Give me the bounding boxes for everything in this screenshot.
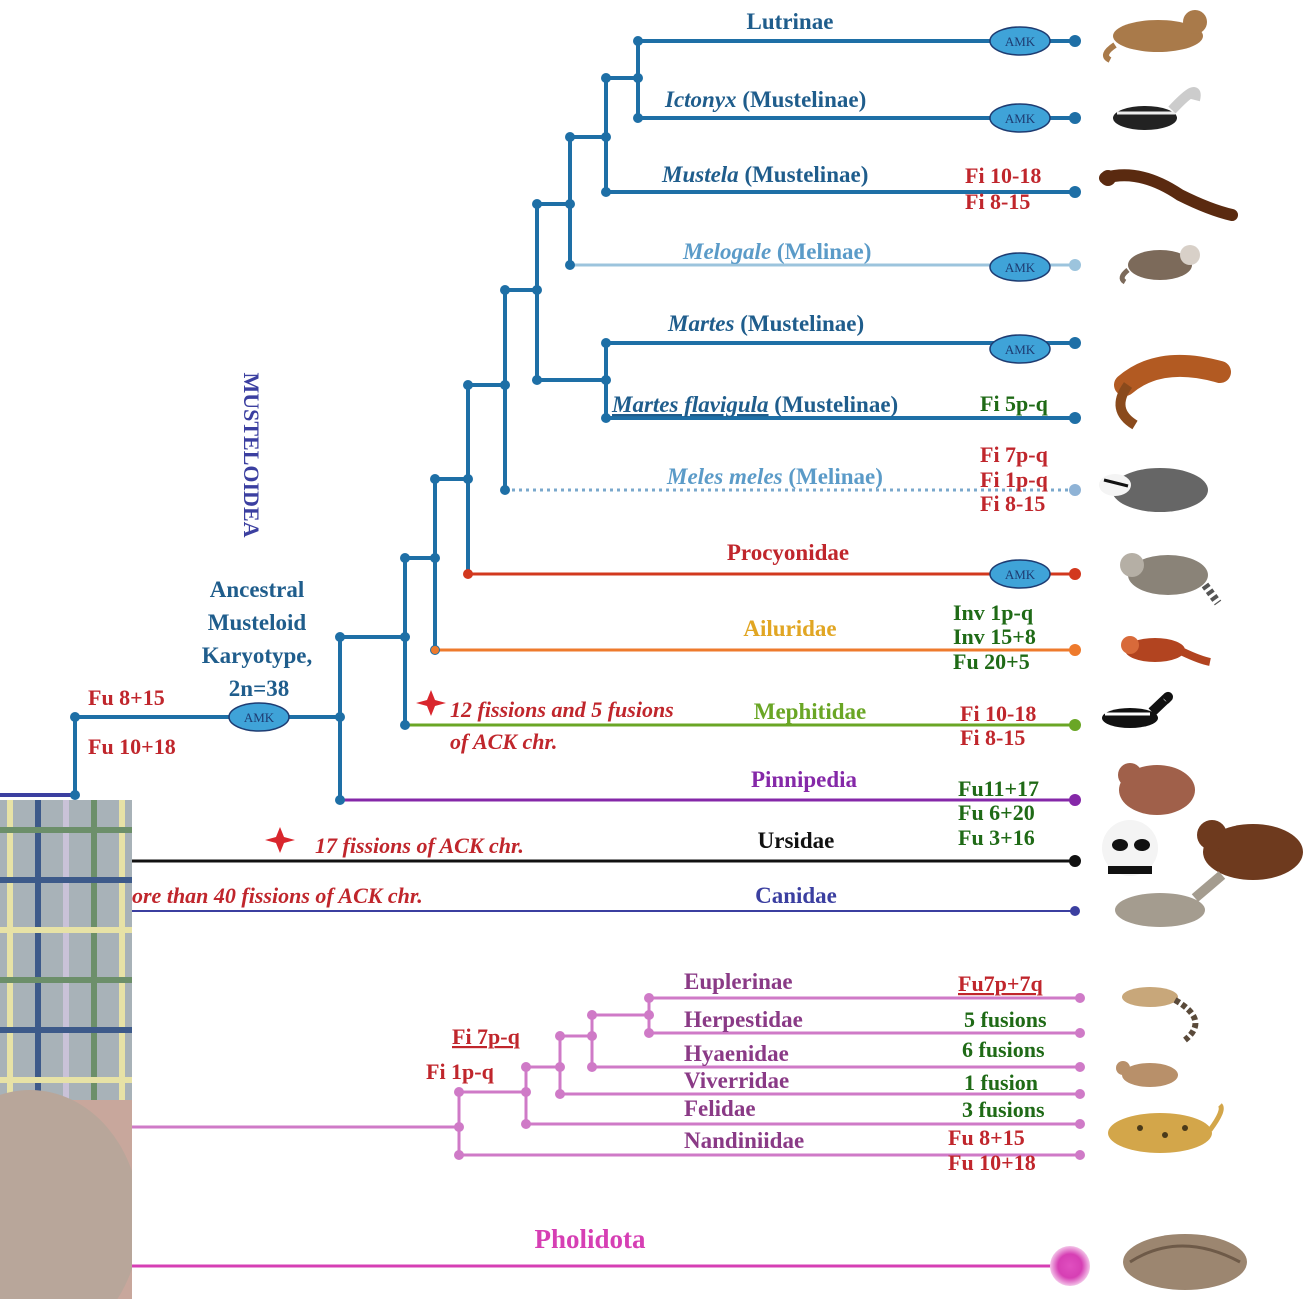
svg-text:Fi 5p-q: Fi 5p-q: [980, 391, 1049, 416]
svg-text:Viverridae: Viverridae: [684, 1068, 789, 1093]
musteloid-labels: Lutrinae Ictonyx (Mustelinae) Mustela (M…: [88, 9, 898, 908]
red-panda-icon: [1121, 636, 1210, 662]
svg-text:Inv 15+8: Inv 15+8: [953, 624, 1036, 649]
label-procyonidae: Procyonidae: [727, 540, 849, 565]
striped-polecat-icon: [1113, 92, 1196, 130]
svg-text:AMK: AMK: [1005, 111, 1036, 126]
svg-text:6 fusions: 6 fusions: [962, 1037, 1045, 1062]
svg-text:Fi 10-18: Fi 10-18: [960, 701, 1036, 726]
group-label-musteloidea: MUSTELOIDEA: [239, 372, 264, 537]
svg-text:Fi 1p-q: Fi 1p-q: [980, 467, 1049, 492]
label-mephitidae: Mephitidae: [754, 699, 866, 724]
weasel-icon: [1100, 170, 1232, 215]
label-meles: Meles meles (Melinae): [666, 464, 883, 489]
base-event-2: Fu 10+18: [88, 734, 176, 759]
svg-text:Fu 20+5: Fu 20+5: [953, 649, 1030, 674]
label-canidae: Canidae: [755, 883, 837, 908]
label-mustela: Mustela (Mustelinae): [661, 162, 868, 187]
marten-icon: [1120, 366, 1220, 425]
svg-text:Fu7p+7q: Fu7p+7q: [958, 971, 1043, 996]
svg-text:AMK: AMK: [1005, 567, 1036, 582]
base-event-1: Fu 8+15: [88, 685, 165, 710]
label-ailuridae: Ailuridae: [743, 616, 836, 641]
tip-dots: [1069, 35, 1081, 916]
amk-badge: AMK: [990, 335, 1050, 363]
svg-text:AMK: AMK: [244, 710, 275, 725]
walrus-icon: [1118, 763, 1195, 815]
wolf-icon: [1115, 875, 1222, 927]
amk-badge: AMK: [990, 253, 1050, 281]
otter-icon: [1106, 10, 1207, 60]
label-ursidae: Ursidae: [758, 828, 835, 853]
svg-text:Herpestidae: Herpestidae: [684, 1007, 803, 1032]
svg-text:Musteloid: Musteloid: [208, 610, 307, 635]
svg-text:AMK: AMK: [1005, 342, 1036, 357]
svg-text:Fi 1p-q: Fi 1p-q: [426, 1059, 495, 1084]
svg-text:Inv 1p-q: Inv 1p-q: [953, 600, 1034, 625]
panda-icon: [1102, 820, 1158, 876]
svg-text:Euplerinae: Euplerinae: [684, 969, 793, 994]
svg-text:3 fusions: 3 fusions: [962, 1097, 1045, 1122]
label-lutrinae: Lutrinae: [747, 9, 834, 34]
feliformia-labels: Euplerinae Herpestidae Hyaenidae Viverri…: [426, 969, 1047, 1175]
leopard-icon: [1108, 1105, 1221, 1153]
label-pholidota: Pholidota: [534, 1224, 646, 1254]
label-ictonyx: Ictonyx (Mustelinae): [664, 87, 866, 112]
amk-badge: AMK: [990, 104, 1050, 132]
svg-text:Fu11+17: Fu11+17: [958, 776, 1039, 801]
skunk-icon: [1102, 697, 1168, 728]
svg-text:Karyotype,: Karyotype,: [202, 643, 313, 668]
svg-text:Ancestral: Ancestral: [210, 577, 305, 602]
label-martes: Martes (Mustelinae): [667, 311, 864, 336]
svg-text:5 fusions: 5 fusions: [964, 1007, 1047, 1032]
svg-text:12 fissions and 5 fusions: 12 fissions and 5 fusions: [450, 697, 674, 722]
amk-badge: AMK: [990, 560, 1050, 588]
svg-text:Fu 10+18: Fu 10+18: [948, 1150, 1036, 1175]
svg-text:Nandiniidae: Nandiniidae: [684, 1128, 804, 1153]
svg-text:Fu 3+16: Fu 3+16: [958, 825, 1035, 850]
svg-text:AMK: AMK: [1005, 34, 1036, 49]
svg-text:Fi 8-15: Fi 8-15: [980, 491, 1045, 516]
badger-icon: [1099, 468, 1208, 512]
svg-text:Fi 10-18: Fi 10-18: [965, 163, 1041, 188]
svg-text:Fu 6+20: Fu 6+20: [958, 800, 1035, 825]
hyena-icon: [1116, 1061, 1178, 1087]
pholidota-tip: [1050, 1246, 1090, 1286]
svg-text:ore than 40 fissions of ACK ch: ore than 40 fissions of ACK chr.: [132, 883, 423, 908]
svg-text:Fi 7p-q: Fi 7p-q: [980, 442, 1049, 467]
label-martes-flavigula: Martes flavigula (Mustelinae): [611, 392, 898, 417]
svg-text:Felidae: Felidae: [684, 1096, 756, 1121]
amk-badges: AMK AMK AMK AMK AMK AMK: [229, 27, 1050, 731]
amk-badge: AMK: [229, 703, 289, 731]
svg-text:1 fusion: 1 fusion: [964, 1070, 1038, 1095]
pangolin-icon: [1123, 1234, 1247, 1290]
svg-text:Fi 8-15: Fi 8-15: [960, 725, 1025, 750]
genet-icon: [1122, 987, 1195, 1040]
svg-text:AMK: AMK: [1005, 260, 1036, 275]
star-icon: [416, 690, 446, 716]
feliformia-branches: [132, 998, 1080, 1155]
amk-badge: AMK: [990, 27, 1050, 55]
svg-text:2n=38: 2n=38: [229, 676, 289, 701]
bear-icon: [1197, 820, 1303, 880]
animal-icons: [1099, 10, 1303, 1290]
svg-text:Fi 7p-q: Fi 7p-q: [452, 1024, 521, 1049]
star-icon: [265, 827, 295, 853]
label-pinnipedia: Pinnipedia: [751, 767, 858, 792]
svg-text:Fi 8-15: Fi 8-15: [965, 189, 1030, 214]
inset-photo: [0, 800, 132, 1299]
svg-text:17 fissions of ACK chr.: 17 fissions of ACK chr.: [315, 833, 524, 858]
svg-text:Hyaenidae: Hyaenidae: [684, 1041, 789, 1066]
svg-text:of ACK chr.: of ACK chr.: [450, 729, 557, 754]
raccoon-icon: [1120, 553, 1218, 603]
ancestral-karyotype-label: Ancestral Musteloid Karyotype, 2n=38: [202, 577, 313, 701]
ferret-badger-icon: [1122, 245, 1200, 282]
svg-text:Fu 8+15: Fu 8+15: [948, 1125, 1025, 1150]
label-melogale: Melogale (Melinae): [682, 239, 871, 264]
